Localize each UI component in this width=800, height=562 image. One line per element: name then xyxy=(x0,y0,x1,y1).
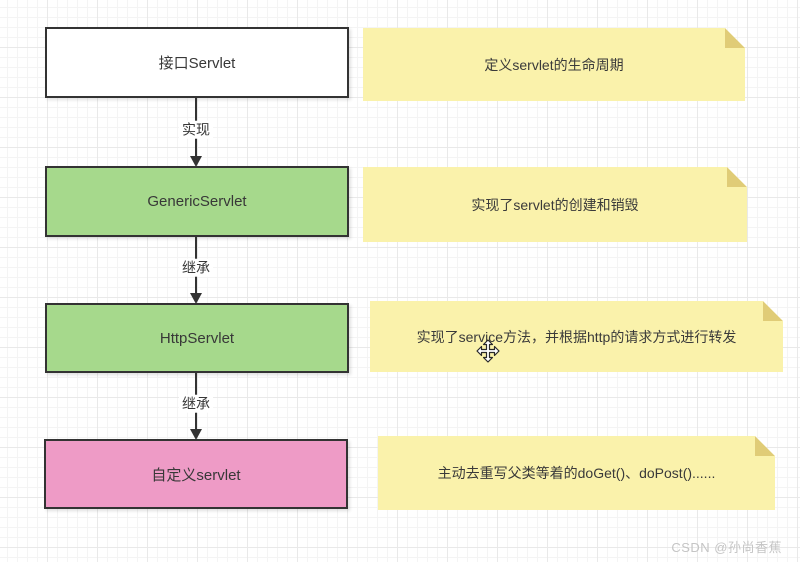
edge-extend-arrow-2[interactable]: 继承 xyxy=(151,372,241,440)
arrowhead-icon xyxy=(190,429,202,440)
node-label: HttpServlet xyxy=(159,329,235,347)
node-custom-servlet[interactable]: 自定义servlet xyxy=(44,439,348,509)
arrowhead-icon xyxy=(190,293,202,304)
edge-label: 继承 xyxy=(179,394,213,413)
note-text: 定义servlet的生命周期 xyxy=(484,56,624,73)
edge-label: 继承 xyxy=(179,258,213,277)
csdn-watermark: CSDN @孙尚香蕉 xyxy=(671,540,782,555)
edge-extend-arrow-1[interactable]: 继承 xyxy=(151,236,241,304)
edge-implement-arrow[interactable]: 实现 xyxy=(151,97,241,167)
node-generic-servlet[interactable]: GenericServlet xyxy=(45,166,349,237)
node-interface-servlet[interactable]: 接口Servlet xyxy=(45,27,349,98)
note-create-destroy[interactable]: 实现了servlet的创建和销毁 xyxy=(363,167,747,242)
node-http-servlet[interactable]: HttpServlet xyxy=(45,303,349,373)
note-service-method[interactable]: 实现了service方法，并根据http的请求方式进行转发 xyxy=(370,301,783,372)
node-label: 自定义servlet xyxy=(151,466,241,484)
arrowhead-icon xyxy=(190,156,202,167)
note-text: 实现了service方法，并根据http的请求方式进行转发 xyxy=(416,328,737,345)
node-label: GenericServlet xyxy=(147,193,247,210)
note-text: 实现了servlet的创建和销毁 xyxy=(471,196,639,213)
node-label: 接口Servlet xyxy=(158,55,236,72)
note-lifecycle[interactable]: 定义servlet的生命周期 xyxy=(363,28,745,101)
note-text: 主动去重写父类等着的doGet()、doPost()...... xyxy=(437,465,716,481)
note-override-methods[interactable]: 主动去重写父类等着的doGet()、doPost()...... xyxy=(378,436,775,510)
edge-label: 实现 xyxy=(179,120,213,139)
